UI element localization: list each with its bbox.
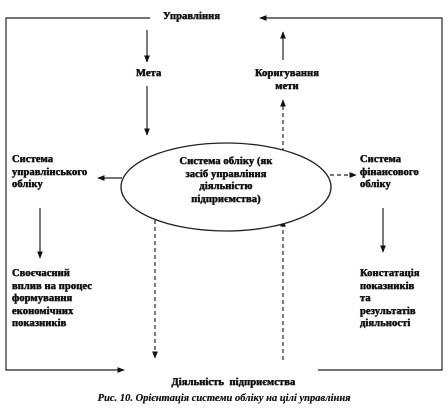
frame-left-line <box>5 17 150 373</box>
financial-accounting-label: Система фінансового обліку <box>360 154 419 190</box>
goal-correction-label: Коригування мети <box>254 68 320 92</box>
accounting-system-oval <box>120 142 332 232</box>
management-label: Управління <box>163 11 221 22</box>
timely-influence-label: Своєчасний вплив на процес формування ек… <box>12 268 93 329</box>
figure-caption: Рис. 10. Орієнтація системи обліку на ці… <box>97 393 351 404</box>
statement-of-results-label: Констатація показників та результатів ді… <box>360 268 420 329</box>
frame-right-line <box>259 15 443 371</box>
enterprise-activity-label: Діяльність підприємства <box>171 376 296 388</box>
accounting-system-label: Система обліку (як засіб управління діял… <box>179 156 273 205</box>
management-accounting-label: Система управлінського обліку <box>12 154 88 190</box>
goal-label: Мета <box>136 68 162 79</box>
